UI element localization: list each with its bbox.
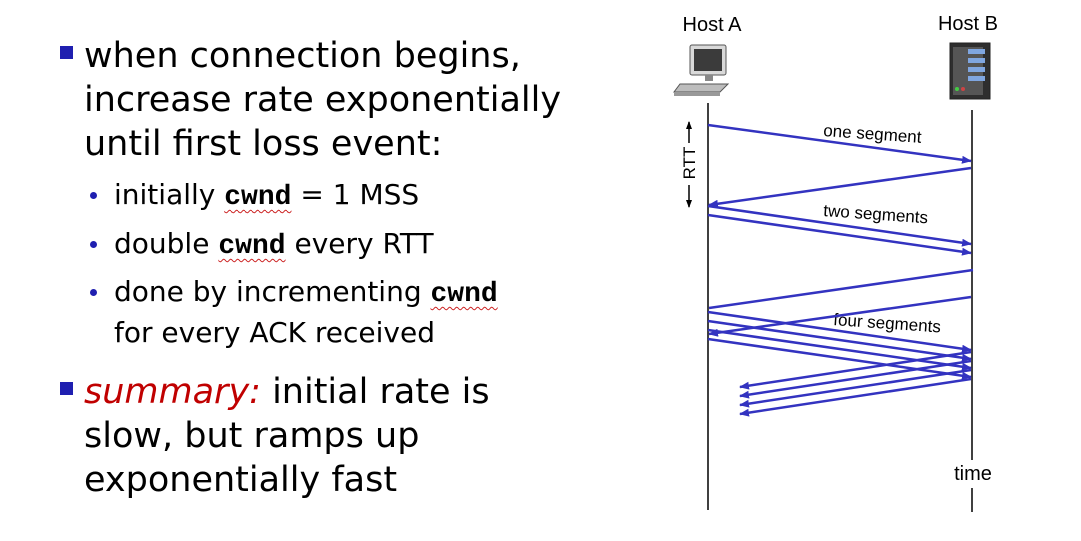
sub-bullet-double-cwnd: double cwnd every RTT: [90, 225, 610, 266]
sub-bullet-text: every RTT: [285, 227, 434, 260]
ack-arrow: [739, 368, 972, 408]
segment-arrow: [707, 123, 972, 164]
bullet-text-line: increase rate exponentially: [84, 80, 562, 120]
sub-bullet-text: double: [114, 227, 219, 260]
segment-arrow: [707, 213, 972, 256]
sub-bullet-text: = 1 MSS: [291, 178, 420, 211]
rtt-indicator: RTT: [680, 121, 699, 208]
bullet-summary: summary: initial rate is slow, but ramps…: [60, 370, 620, 502]
desktop-computer-icon: [673, 44, 730, 96]
cwnd-code: cwnd: [218, 231, 286, 262]
sub-bullet-initial-cwnd: initially cwnd = 1 MSS: [90, 176, 610, 217]
bullet-connection-begins: when connection begins, increase rate ex…: [60, 34, 620, 166]
bullet-text-line: exponentially fast: [84, 460, 398, 500]
rtt-label: RTT: [680, 147, 699, 180]
segment-arrow: [707, 319, 972, 362]
ack-arrow: [739, 377, 972, 417]
ack-arrow: [708, 166, 972, 208]
square-bullet-icon: [60, 382, 73, 395]
sub-bullet-increment-cwnd: done by incrementing cwnd for every ACK …: [90, 273, 610, 352]
host-a-label: Host A: [683, 14, 743, 36]
segment-arrow: [707, 337, 972, 380]
two-segments-label: two segments: [823, 201, 929, 227]
sub-bullet-text: for every ACK received: [114, 316, 435, 349]
ack-arrow: [708, 268, 974, 310]
dot-bullet-icon: [90, 192, 97, 199]
bullet-text-line: until first loss event:: [84, 124, 443, 164]
server-tower-icon: [949, 42, 991, 100]
ack-arrow: [739, 359, 972, 399]
time-label: time: [954, 463, 992, 485]
host-b-label: Host B: [938, 13, 998, 35]
bullet-text-line: when connection begins,: [84, 36, 521, 76]
bullet-text: initial rate is: [260, 372, 490, 412]
bullet-text-line: slow, but ramps up: [84, 416, 420, 456]
sub-bullet-text: done by incrementing: [114, 275, 431, 308]
segment-arrow: [707, 328, 972, 371]
segment-arrow: [707, 310, 972, 353]
cwnd-code: cwnd: [224, 182, 292, 213]
segment-arrow: [707, 204, 972, 247]
dot-bullet-icon: [90, 241, 97, 248]
cwnd-code: cwnd: [430, 279, 498, 310]
summary-label: summary:: [84, 372, 261, 412]
ack-arrow: [739, 350, 972, 390]
square-bullet-icon: [60, 46, 73, 59]
sub-bullet-text: initially: [114, 178, 225, 211]
dot-bullet-icon: [90, 289, 97, 296]
